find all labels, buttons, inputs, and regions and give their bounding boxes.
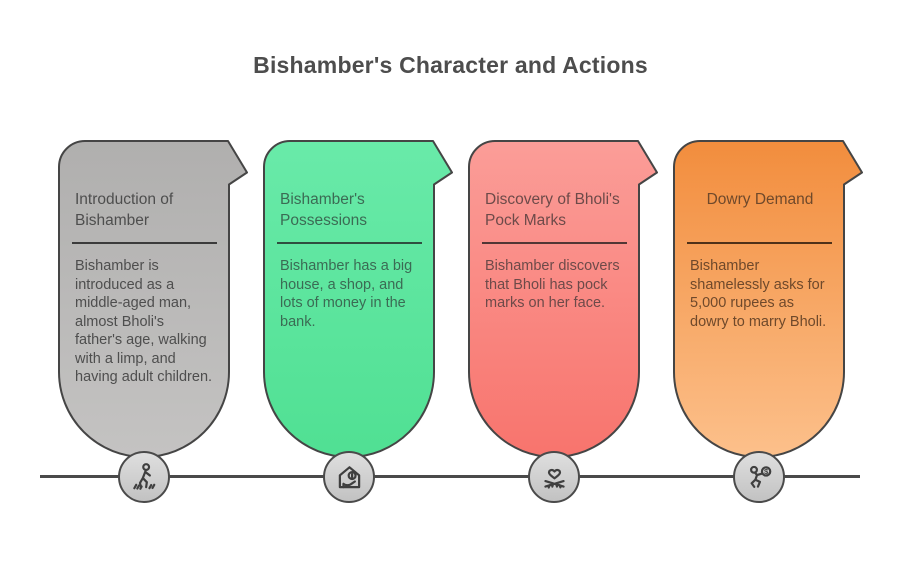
card-divider xyxy=(72,242,217,244)
svg-text:$: $ xyxy=(763,467,768,476)
person-money-icon: $ xyxy=(743,461,776,494)
card-body: Bishamber has a big house, a shop, and l… xyxy=(280,258,413,330)
card-content: Discovery of Bholi's Pock Marks Bishambe… xyxy=(468,140,640,313)
speech-bubble-shape xyxy=(673,140,863,458)
card-divider xyxy=(687,242,832,244)
speech-bubble-shape xyxy=(58,140,248,458)
card-divider xyxy=(482,242,627,244)
card-introduction: Introduction of Bishamber Bishamber is i… xyxy=(58,140,249,535)
page-title: Bishamber's Character and Actions xyxy=(253,52,648,78)
card-body: Bishamber is introduced as a middle-aged… xyxy=(75,258,213,385)
walking-person-icon xyxy=(128,461,161,494)
card-possessions: Bishamber's Possessions Bishamber has a … xyxy=(263,140,454,535)
card-body: Bishamber discovers that Bholi has pock … xyxy=(485,258,620,311)
card-title: Dowry Demand xyxy=(706,191,814,208)
icon-badge: $ xyxy=(733,451,785,503)
card-title: Discovery of Bholi's Pock Marks xyxy=(485,191,620,229)
icon-badge xyxy=(323,451,375,503)
card-title: Bishamber's Possessions xyxy=(280,191,368,229)
speech-bubble-shape xyxy=(468,140,658,458)
card-content: Introduction of Bishamber Bishamber is i… xyxy=(58,140,230,387)
card-content: Bishamber's Possessions Bishamber has a … xyxy=(263,140,435,331)
speech-bubble-shape xyxy=(263,140,453,458)
card-content: Dowry Demand Bishamber shamelessly asks … xyxy=(673,140,845,331)
icon-badge xyxy=(528,451,580,503)
timeline-line xyxy=(40,475,860,478)
card-dowry-demand: Dowry Demand Bishamber shamelessly asks … xyxy=(673,140,864,535)
card-divider xyxy=(277,242,422,244)
hands-heart-icon xyxy=(538,461,571,494)
card-body: Bishamber shamelessly asks for 5,000 rup… xyxy=(690,258,827,330)
card-title: Introduction of Bishamber xyxy=(75,191,174,229)
house-money-icon xyxy=(333,461,366,494)
icon-badge xyxy=(118,451,170,503)
card-pock-marks: Discovery of Bholi's Pock Marks Bishambe… xyxy=(468,140,659,535)
